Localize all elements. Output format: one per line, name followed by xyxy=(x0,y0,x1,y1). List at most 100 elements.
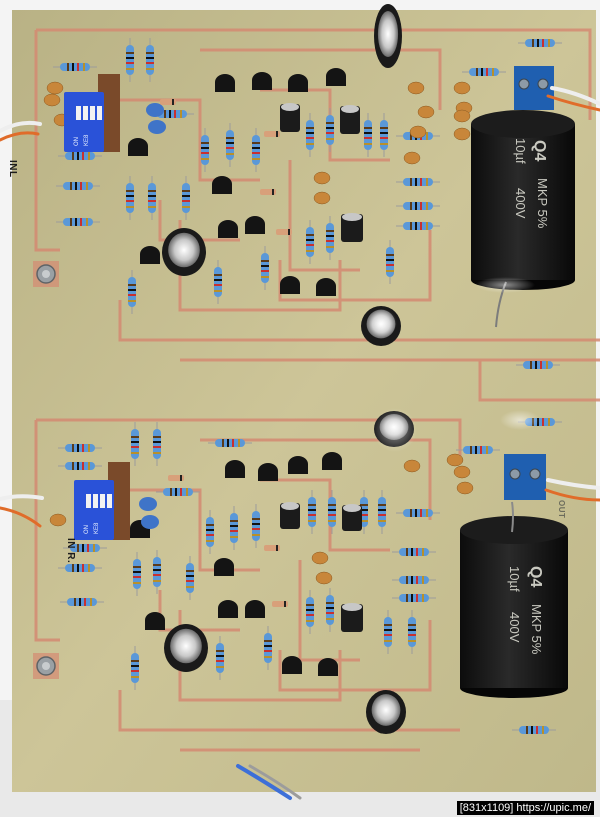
trace-21 xyxy=(158,200,240,242)
trace-19 xyxy=(288,160,360,272)
ceramic-capacitor-3 xyxy=(407,81,425,95)
resistor-8 xyxy=(252,128,260,172)
resistor-16 xyxy=(380,113,388,157)
small-electrolytic-2 xyxy=(341,213,363,242)
resistor-14 xyxy=(326,108,334,152)
resistor-7 xyxy=(226,123,234,167)
trace-17 xyxy=(278,620,432,692)
ceramic-capacitor-19 xyxy=(446,453,464,467)
resistor-39 xyxy=(206,510,214,554)
transistor-3 xyxy=(326,68,346,86)
resistor-59 xyxy=(131,646,139,690)
trace-7 xyxy=(278,230,432,302)
trace-2 xyxy=(200,48,442,110)
resistor-31 xyxy=(58,462,102,470)
resistor-41 xyxy=(252,504,260,548)
resistor-54 xyxy=(326,588,334,632)
resistor-29 xyxy=(516,361,560,369)
ceramic-capacitor-7 xyxy=(409,125,427,139)
resistor-38 xyxy=(156,488,200,496)
transistor-10 xyxy=(316,278,336,296)
resistor-2 xyxy=(56,182,100,190)
electrolytic-capacitor-0 xyxy=(374,4,402,68)
electrolytic-capacitor-2 xyxy=(162,228,206,276)
transistor-16 xyxy=(214,558,234,576)
small-electrolytic-1 xyxy=(340,105,360,134)
transistor-1 xyxy=(252,72,272,90)
ceramic-capacitor-13 xyxy=(49,513,67,527)
resistor-40 xyxy=(230,506,238,550)
film-capacitor-top xyxy=(471,110,575,328)
transistor-13 xyxy=(288,456,308,474)
trace-0 xyxy=(34,30,60,252)
film-capacitor-small-3 xyxy=(141,515,159,529)
ceramic-capacitor-4 xyxy=(453,81,471,95)
trace-9 xyxy=(180,358,600,402)
small-electrolytic-3 xyxy=(280,502,300,529)
transistor-5 xyxy=(212,176,232,194)
resistor-33 xyxy=(58,564,102,572)
trace-12 xyxy=(200,438,432,520)
resistor-18 xyxy=(396,178,440,186)
transistor-2 xyxy=(288,74,308,92)
trace-6 xyxy=(118,300,600,342)
screw-terminal-top xyxy=(514,66,554,110)
resistor-24 xyxy=(261,246,269,290)
image-caption: [831x1109] https://upic.me/ xyxy=(456,801,594,815)
resistor-55 xyxy=(384,610,392,654)
resistor-51 xyxy=(153,550,161,594)
diode-6 xyxy=(272,601,288,607)
resistor-34 xyxy=(60,598,104,606)
transistor-0 xyxy=(215,74,235,92)
resistor-28 xyxy=(462,68,506,76)
resistor-37 xyxy=(208,439,252,447)
resistor-1 xyxy=(58,152,102,160)
ceramic-capacitor-16 xyxy=(403,459,421,473)
ceramic-capacitor-15 xyxy=(456,481,474,495)
resistor-57 xyxy=(264,626,272,670)
resistor-10 xyxy=(148,176,156,220)
trace-10 xyxy=(34,420,60,642)
resistor-45 xyxy=(378,490,386,534)
transistor-4 xyxy=(128,138,148,156)
resistor-43 xyxy=(328,490,336,534)
resistor-11 xyxy=(182,176,190,220)
film-capacitor-small-0 xyxy=(146,103,164,117)
ceramic-capacitor-12 xyxy=(453,109,471,123)
film-capacitor-bottom xyxy=(460,501,568,698)
resistor-26 xyxy=(128,270,136,314)
resistor-53 xyxy=(306,590,314,634)
small-electrolytic-0 xyxy=(280,103,300,132)
transistor-17 xyxy=(218,600,238,618)
resistor-20 xyxy=(396,222,440,230)
transistor-20 xyxy=(282,656,302,674)
trace-16 xyxy=(118,690,460,732)
transistor-11 xyxy=(225,460,245,478)
wires xyxy=(0,86,600,800)
resistor-61 xyxy=(456,446,500,454)
ceramic-capacitor-0 xyxy=(46,81,64,95)
transistor-14 xyxy=(322,452,342,470)
screw-terminal-bottom xyxy=(504,454,546,500)
diode-3 xyxy=(276,229,292,235)
ceramic-capacitor-8 xyxy=(403,151,421,165)
diode-5 xyxy=(264,545,280,551)
film-capacitor-small-1 xyxy=(148,120,166,134)
ceramic-capacitor-9 xyxy=(313,171,331,185)
ceramic-capacitor-10 xyxy=(313,191,331,205)
resistor-5 xyxy=(146,38,154,82)
resistor-46 xyxy=(396,509,440,517)
resistor-9 xyxy=(126,176,134,220)
resistor-13 xyxy=(306,113,314,157)
diode-4 xyxy=(168,475,184,481)
resistor-22 xyxy=(326,216,334,260)
resistor-49 xyxy=(392,594,436,602)
resistor-6 xyxy=(201,128,209,172)
transistor-8 xyxy=(140,246,160,264)
small-electrolytic-5 xyxy=(341,603,363,632)
ceramic-capacitor-1 xyxy=(43,93,61,107)
electrolytic-capacitor-5 xyxy=(366,690,406,734)
film-capacitor-small-2 xyxy=(139,497,157,511)
resistor-19 xyxy=(396,202,440,210)
